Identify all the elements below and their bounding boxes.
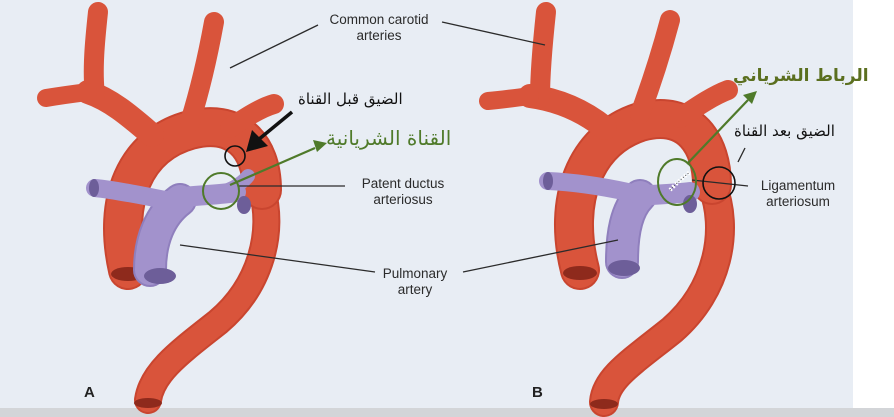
ductus-arteriosus-text: القناة الشريانية bbox=[326, 126, 451, 150]
common-carotid-line1: Common carotid bbox=[310, 12, 448, 28]
common-carotid-label: Common carotid arteries bbox=[310, 12, 448, 44]
pulmonary-line1: Pulmonary bbox=[370, 266, 460, 282]
patent-ductus-line1: Patent ductus bbox=[344, 176, 462, 192]
panel-b-letter: B bbox=[532, 384, 543, 401]
ligamentum-line1: Ligamentum bbox=[746, 178, 850, 194]
ligamentum-line2: arteriosum bbox=[746, 194, 850, 210]
postductal-coarctation-text: الضيق بعد القناة bbox=[734, 122, 835, 140]
heart-vessels-a bbox=[46, 12, 274, 408]
heart-vessels-b bbox=[488, 12, 728, 409]
pulmonary-line2: artery bbox=[370, 282, 460, 298]
preductal-coarctation-text: الضيق قبل القناة bbox=[298, 90, 403, 108]
patent-ductus-line2: arteriosus bbox=[344, 192, 462, 208]
green-arrow-a-head bbox=[313, 140, 327, 152]
panel-a-letter: A bbox=[84, 384, 95, 401]
arterial-ligament-text: الرباط الشرياني bbox=[733, 66, 869, 86]
ligamentum-label: Ligamentum arteriosum bbox=[746, 178, 850, 210]
pulmonary-artery-label: Pulmonary artery bbox=[370, 266, 460, 298]
common-carotid-line2: arteries bbox=[310, 28, 448, 44]
patent-ductus-label: Patent ductus arteriosus bbox=[344, 176, 462, 208]
